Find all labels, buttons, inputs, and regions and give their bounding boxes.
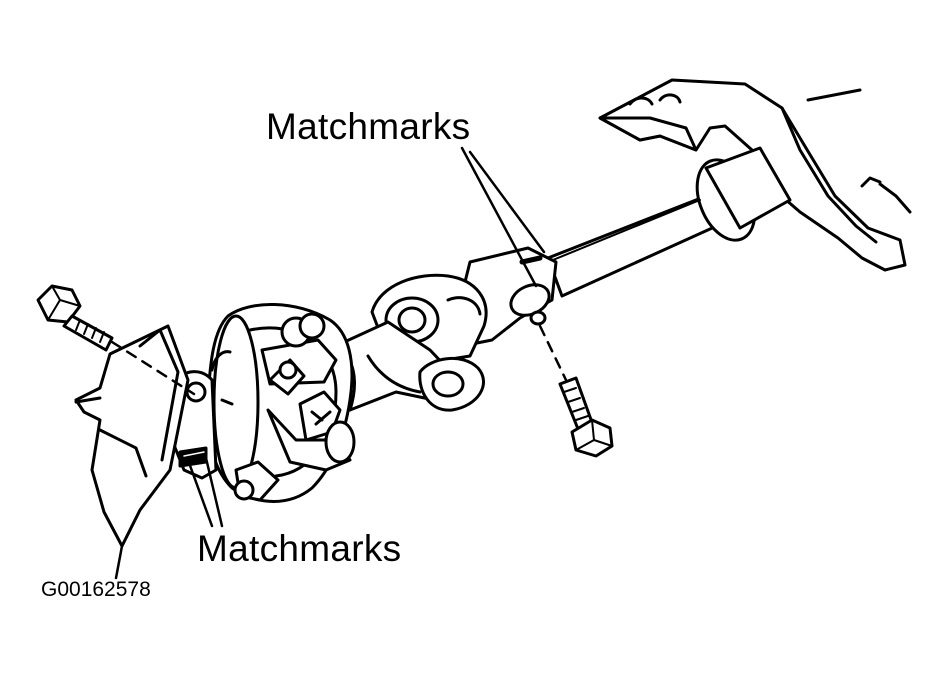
steering-shaft (546, 146, 792, 298)
bolt-alignment-dashes (110, 324, 568, 396)
matchmarks-label-top: Matchmarks (266, 106, 471, 147)
intermediate-shaft (330, 273, 488, 412)
column-bracket (598, 78, 912, 272)
left-bolt (36, 284, 114, 352)
matchmark-leaders (186, 146, 546, 528)
right-bolt (558, 376, 614, 458)
matchmarks-label-bottom: Matchmarks (197, 528, 402, 569)
steering-gear-housing (74, 324, 190, 548)
mount-leader (114, 544, 124, 580)
figure-code: G00162578 (41, 578, 151, 601)
flexible-coupling (206, 302, 356, 503)
